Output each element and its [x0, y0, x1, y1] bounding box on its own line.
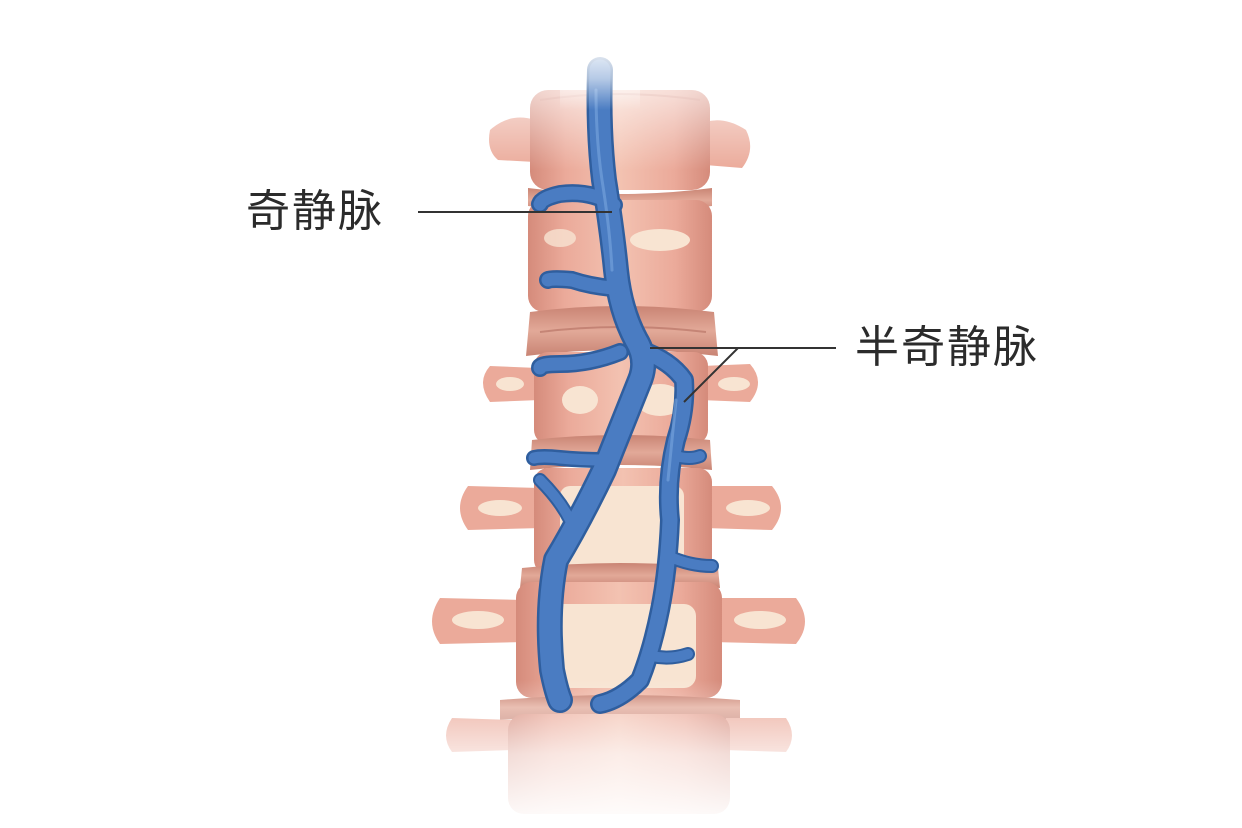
leader-lines [418, 211, 836, 403]
vertebra-3 [483, 352, 758, 444]
veins [526, 40, 719, 714]
label-hemiazygos-vein: 半奇静脉 [855, 322, 1039, 373]
vein-highlight [594, 88, 678, 482]
vertebra-4 [460, 468, 781, 574]
label-azygos-vein: 奇静脉 [246, 186, 384, 237]
vein-fill [528, 59, 717, 712]
